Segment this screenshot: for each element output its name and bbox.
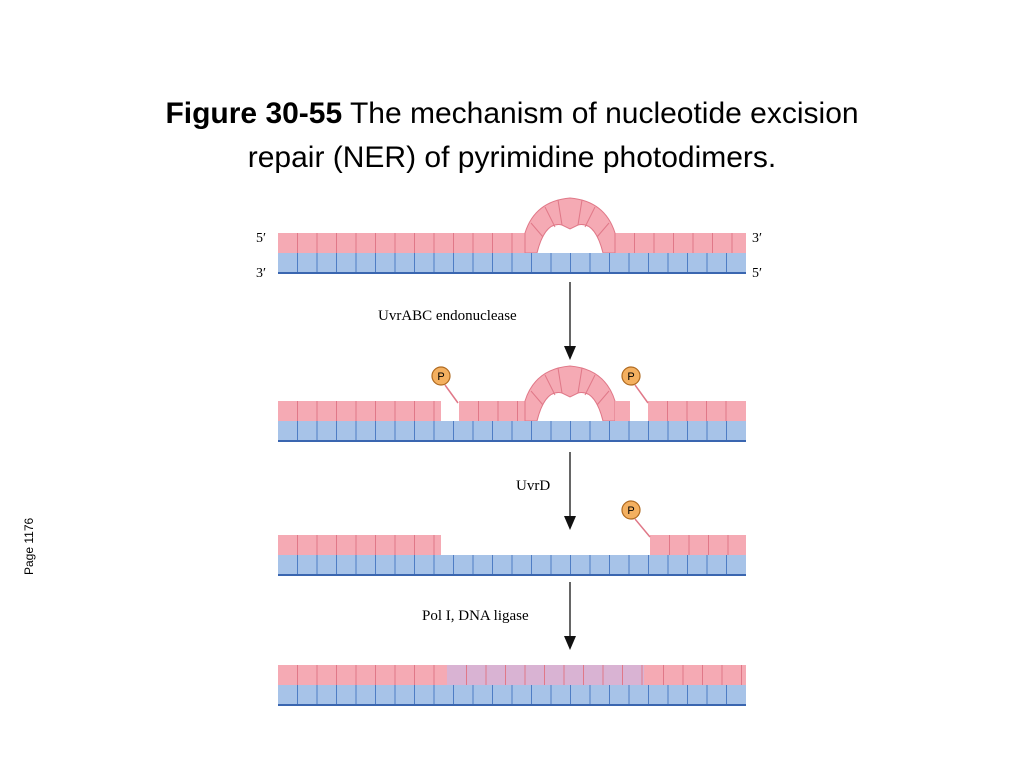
panel-gapped-dna — [278, 535, 746, 576]
phosphate-label: P — [627, 505, 634, 517]
figure-caption-line2: repair (NER) of pyrimidine photodimers. — [247, 141, 777, 174]
bulge-divider — [577, 199, 583, 226]
page-title: Figure 30-55 The mechanism of nucleotide… — [0, 92, 1024, 180]
bulge-divider — [530, 390, 544, 406]
bulge-divider — [596, 390, 610, 406]
top-strand-segment — [459, 401, 525, 421]
arrow-head — [564, 636, 576, 650]
step-label-pol1-ligase: Pol I, DNA ligase — [422, 608, 529, 624]
bulge-divider — [530, 222, 544, 238]
step-label-uvrabc: UvrABC endonuclease — [378, 308, 517, 324]
label-3prime-top-right: 3′ — [752, 231, 762, 246]
label-3prime-bottom-left: 3′ — [256, 266, 266, 281]
top-strand-segment — [278, 401, 441, 421]
top-strand-segment — [278, 665, 447, 685]
label-5prime-top-left: 5′ — [256, 231, 266, 246]
bulge-divider — [584, 206, 596, 228]
top-strand-segment — [615, 233, 746, 253]
top-strand-segment — [644, 665, 746, 685]
panel-repaired-dna — [278, 665, 746, 706]
bulge-divider — [577, 367, 583, 394]
panel-incised-dna — [278, 365, 746, 442]
top-strand-segment — [650, 535, 746, 555]
label-5prime-bottom-right: 5′ — [752, 266, 762, 281]
panel-damaged-dna — [278, 197, 746, 274]
arrow-head — [564, 346, 576, 360]
figure-number: Figure 30-55 — [165, 97, 343, 130]
bulge-divider — [544, 374, 556, 396]
figure-caption-line1: The mechanism of nucleotide excision — [349, 97, 859, 130]
phosphate-link — [634, 384, 649, 404]
photodimer-bulge — [524, 197, 616, 254]
phosphate-icon — [621, 366, 641, 386]
phosphate-link — [444, 384, 459, 404]
phosphate-label: P — [437, 371, 444, 383]
top-strand-segment — [278, 535, 441, 555]
phosphate-label: P — [627, 371, 634, 383]
top-strand-segment — [615, 401, 630, 421]
bulge-divider — [557, 199, 563, 226]
phosphate-link — [634, 518, 651, 538]
step-label-uvrd: UvrD — [516, 478, 550, 494]
bulge-divider — [557, 367, 563, 394]
arrow-head — [564, 516, 576, 530]
phosphate-icon — [431, 366, 451, 386]
bulge-divider — [596, 222, 610, 238]
bulge-divider — [544, 206, 556, 228]
photodimer-bulge — [524, 365, 616, 422]
bulge-divider — [584, 374, 596, 396]
phosphate-icon — [621, 500, 641, 520]
top-strand-segment — [648, 401, 746, 421]
top-strand-segment — [447, 665, 644, 685]
top-strand-segment — [278, 233, 525, 253]
